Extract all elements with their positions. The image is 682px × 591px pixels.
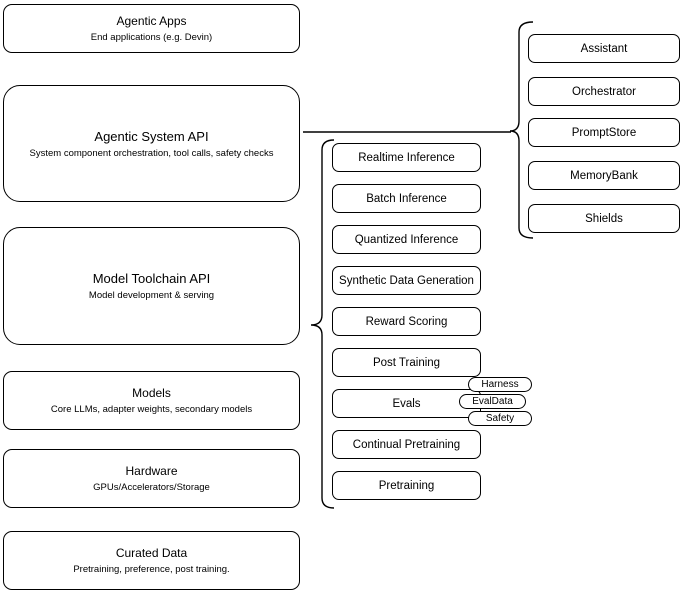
pill-harness: Harness xyxy=(468,377,532,392)
node-quantized-inference: Quantized Inference xyxy=(332,225,481,254)
node-promptstore: PromptStore xyxy=(528,118,680,147)
node-pretraining: Pretraining xyxy=(332,471,481,500)
node-title: Curated Data xyxy=(115,546,188,560)
node-agentic-system-api: Agentic System API System component orch… xyxy=(3,85,300,202)
node-agentic-apps: Agentic Apps End applications (e.g. Devi… xyxy=(3,4,300,53)
node-models: Models Core LLMs, adapter weights, secon… xyxy=(3,371,300,430)
node-hardware: Hardware GPUs/Accelerators/Storage xyxy=(3,449,300,508)
node-title: Agentic Apps xyxy=(116,14,187,28)
pill-evaldata: EvalData xyxy=(459,394,526,409)
node-subtitle: End applications (e.g. Devin) xyxy=(90,32,213,43)
node-subtitle: Pretraining, preference, post training. xyxy=(73,564,230,575)
node-orchestrator: Orchestrator xyxy=(528,77,680,106)
node-title: Hardware xyxy=(125,464,178,478)
node-batch-inference: Batch Inference xyxy=(332,184,481,213)
node-model-toolchain-api: Model Toolchain API Model development & … xyxy=(3,227,300,345)
node-curated-data: Curated Data Pretraining, preference, po… xyxy=(3,531,300,590)
node-subtitle: Model development & serving xyxy=(88,290,215,301)
toolchain-brace xyxy=(310,139,335,509)
node-subtitle: Core LLMs, adapter weights, secondary mo… xyxy=(50,404,253,415)
node-continual-pretraining: Continual Pretraining xyxy=(332,430,481,459)
node-title: Agentic System API xyxy=(94,128,209,144)
node-post-training: Post Training xyxy=(332,348,481,377)
node-evals: Evals xyxy=(332,389,481,418)
node-subtitle: System component orchestration, tool cal… xyxy=(29,147,274,159)
node-assistant: Assistant xyxy=(528,34,680,63)
node-synthetic-data-generation: Synthetic Data Generation xyxy=(332,266,481,295)
node-subtitle: GPUs/Accelerators/Storage xyxy=(93,482,210,493)
node-shields: Shields xyxy=(528,204,680,233)
node-reward-scoring: Reward Scoring xyxy=(332,307,481,336)
node-title: Models xyxy=(132,386,171,400)
node-memorybank: MemoryBank xyxy=(528,161,680,190)
node-title: Model Toolchain API xyxy=(92,271,211,286)
system-components-brace xyxy=(509,21,534,239)
pill-safety: Safety xyxy=(468,411,532,426)
node-realtime-inference: Realtime Inference xyxy=(332,143,481,172)
